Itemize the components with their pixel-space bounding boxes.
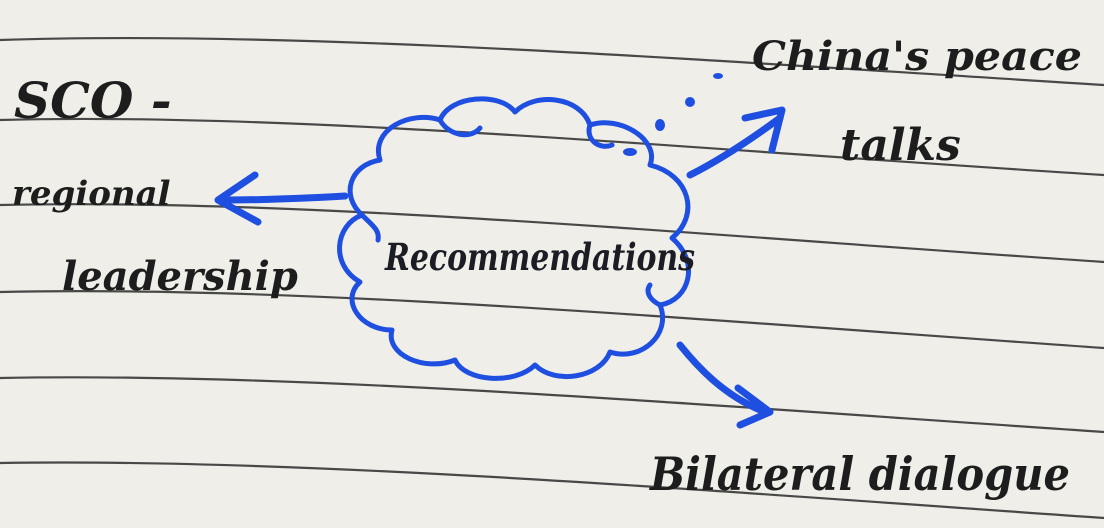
left-branch-line1: regional (12, 174, 171, 214)
ruled-line (0, 289, 1104, 350)
left-branch-title: SCO - (14, 71, 172, 130)
ruled-line (0, 203, 1104, 264)
top-right-branch-line1: China's peace (752, 33, 1082, 80)
dotted-trail (623, 73, 723, 156)
dot-mark (713, 73, 723, 79)
arrow-top-right (686, 106, 786, 179)
cloud-scallop (359, 212, 381, 243)
cloud-scallop (586, 122, 615, 149)
arrow-left-head (214, 171, 262, 226)
arrow-bottom-right-shaft (676, 341, 764, 414)
cloud-outline (337, 96, 691, 381)
arrow-top-right-shaft (686, 114, 784, 179)
ruled-lines (0, 36, 1104, 520)
ruled-line (0, 461, 1104, 520)
ruled-line (0, 376, 1104, 434)
ruled-line (0, 36, 1104, 87)
bottom-right-branch: Bilateral dialogue (648, 447, 1070, 501)
left-branch-line2: leadership (62, 253, 298, 300)
arrow-left-shaft (221, 192, 349, 204)
arrow-bottom-right-head (734, 384, 774, 429)
cloud-scallop (437, 117, 483, 138)
dot-mark (655, 119, 665, 131)
dot-mark (685, 97, 695, 107)
dot-mark (623, 148, 637, 156)
arrow-bottom-right (676, 341, 774, 429)
recommendations-cloud (337, 96, 691, 381)
arrow-left (214, 171, 349, 226)
arrow-top-right-head (741, 106, 786, 154)
ruled-line (0, 117, 1104, 177)
cloud-scallop (645, 282, 663, 308)
center-label: Recommendations (384, 235, 695, 279)
top-right-branch-line2: talks (840, 120, 961, 171)
